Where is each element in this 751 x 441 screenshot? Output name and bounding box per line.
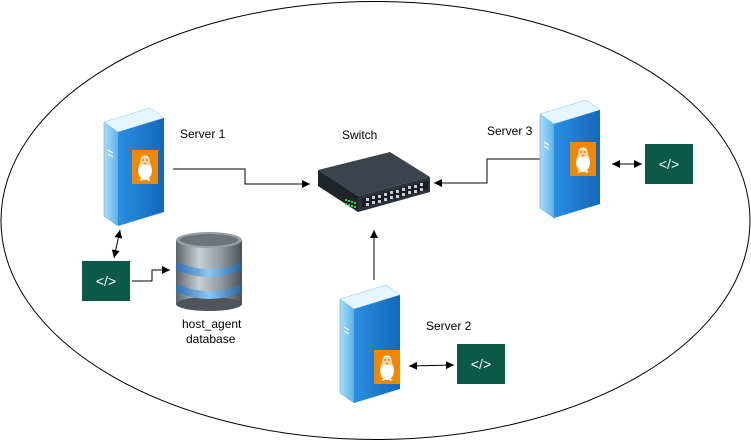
code-icon [82, 261, 130, 301]
linux-tux-icon [570, 142, 596, 176]
switch-label: Switch [342, 128, 377, 142]
server-1-label: Server 1 [180, 127, 226, 141]
code-icon [457, 344, 505, 384]
server-1: Server 1 [103, 107, 226, 227]
agent-server2: </> [457, 344, 505, 384]
database-label-line1: host_agent [182, 317, 242, 331]
edge-agent-database [132, 266, 170, 282]
edge-server3-switch [434, 158, 542, 187]
database-icon [176, 232, 242, 311]
code-icon [645, 144, 693, 184]
linux-tux-icon [132, 150, 158, 184]
edge-server1-switch [173, 168, 310, 188]
agent-server1: </> [82, 261, 130, 301]
agent-glyph: </> [96, 273, 116, 289]
agent-server3: </> [645, 144, 693, 184]
server-tower-icon [339, 284, 401, 404]
database-label-line2: database [186, 332, 236, 346]
server-2-label: Server 2 [426, 319, 472, 333]
host-agent-database: host_agent database [176, 232, 242, 346]
network-switch-icon [318, 152, 430, 212]
agent-glyph: </> [471, 356, 491, 372]
edge-server2-agent [408, 361, 455, 370]
edges [111, 158, 642, 370]
server-2: Server 2 [339, 284, 472, 404]
agent-glyph: </> [659, 156, 679, 172]
switch: Switch [318, 128, 430, 212]
linux-tux-icon [374, 350, 400, 384]
edge-server1-agent [111, 229, 123, 259]
server-3: Server 3 [487, 99, 601, 219]
server-3-label: Server 3 [487, 124, 533, 138]
